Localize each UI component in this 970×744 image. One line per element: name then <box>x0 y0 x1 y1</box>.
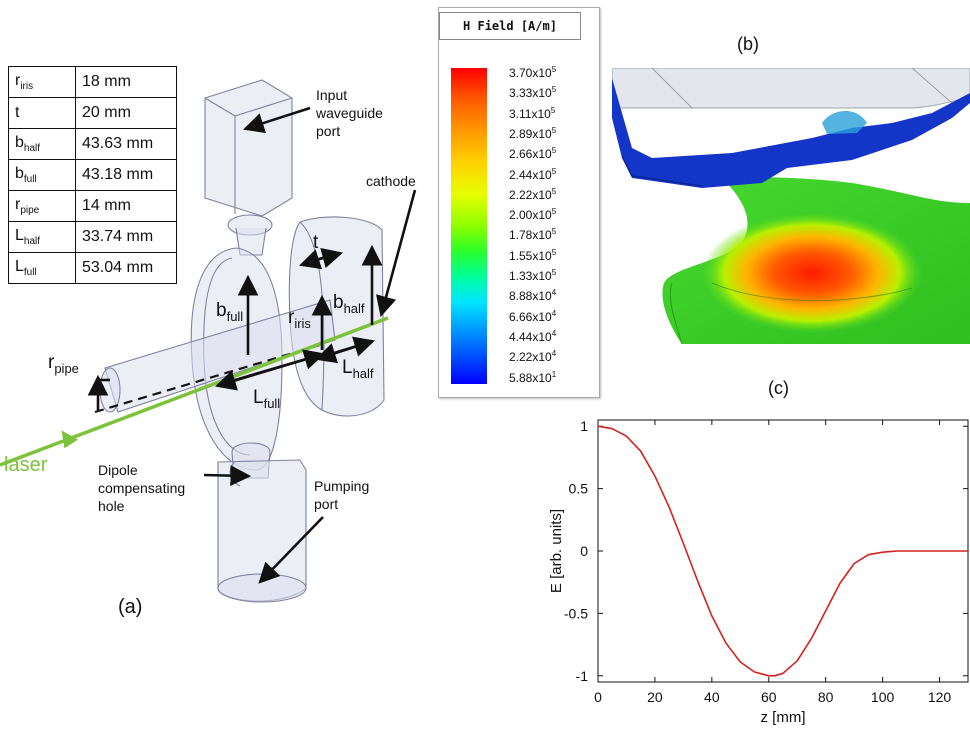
param-symbol: bhalf <box>8 128 76 160</box>
legend-tick-label: 2.44x105 <box>509 166 557 182</box>
b-half-label: bhalf <box>333 292 365 316</box>
input-port-label: Input waveguide port <box>316 87 383 139</box>
param-symbol: Lfull <box>8 252 76 284</box>
y-tick-label: 1 <box>580 418 588 434</box>
cavity-drawing <box>0 79 417 603</box>
legend-tick-label: 1.55x105 <box>509 247 557 263</box>
y-tick-label: -1 <box>576 668 589 684</box>
legend-tick-label: 4.44x104 <box>509 328 557 344</box>
param-symbol: Lhalf <box>8 221 76 253</box>
field-simulation-image <box>612 68 970 344</box>
legend-tick-label: 2.89x105 <box>509 125 557 141</box>
param-value: 33.74 mm <box>75 221 177 253</box>
param-value: 14 mm <box>75 190 177 222</box>
x-tick-label: 120 <box>928 689 952 705</box>
field-profile-chart: 0 20 40 60 80 100 120 1 0.5 0 -0.5 -1 z [mm] E [arb. … <box>548 418 969 726</box>
param-value: 18 mm <box>75 66 177 98</box>
param-value: 43.18 mm <box>75 159 177 191</box>
L-full-label: Lfull <box>253 387 281 411</box>
legend-tick-label: 3.11x105 <box>509 105 556 121</box>
x-tick-label: 60 <box>761 689 777 705</box>
legend-title: H Field [A/m] <box>439 12 581 40</box>
param-symbol: bfull <box>8 159 76 191</box>
x-tick-label: 20 <box>647 689 663 705</box>
b-full-label: bfull <box>216 300 244 324</box>
legend-tick-label: 8.88x104 <box>509 288 557 304</box>
r-pipe-label: rpipe <box>48 352 79 376</box>
param-symbol: riris <box>8 66 76 98</box>
legend-tick-label: 3.33x105 <box>509 85 557 101</box>
field-legend: H Field [A/m] 3.70x105 3.33x105 3.11x105 2.… <box>438 7 600 398</box>
y-tick-label: -0.5 <box>564 605 588 621</box>
x-tick-label: 40 <box>704 689 720 705</box>
laser-label: laser <box>4 454 48 476</box>
x-tick-label: 100 <box>871 689 895 705</box>
param-value: 53.04 mm <box>75 252 177 284</box>
dipole-hole-label: Dipole compensating hole <box>98 462 186 514</box>
legend-tick-label: 2.22x104 <box>509 349 557 365</box>
legend-tick-label: 2.66x105 <box>509 146 557 162</box>
legend-tick-label: 1.33x105 <box>509 268 557 283</box>
legend-tick-label: 5.88x101 <box>509 369 557 385</box>
panel-c-label: (c) <box>768 378 789 398</box>
panel-b-label: (b) <box>737 34 759 54</box>
y-axis-label: E [arb. units] <box>548 509 565 593</box>
legend-tick-label: 2.00x105 <box>509 207 557 223</box>
legend-tick-label: 3.70x105 <box>509 65 557 80</box>
panel-a-label: (a) <box>118 596 143 618</box>
legend-tick-label: 6.66x104 <box>509 308 557 324</box>
color-scale-bar <box>451 68 487 384</box>
series-line <box>597 425 968 677</box>
legend-tick-label: 2.22x105 <box>509 186 557 202</box>
y-tick-label: 0 <box>580 543 588 559</box>
y-tick-label: 0.5 <box>569 481 589 497</box>
x-tick-label: 0 <box>594 689 602 705</box>
cathode-label: cathode <box>366 173 416 189</box>
pumping-port-label: Pumping port <box>314 478 370 512</box>
legend-tick-label: 1.78x105 <box>509 227 557 243</box>
x-tick-label: 80 <box>818 689 834 705</box>
x-axis-label: z [mm] <box>761 709 806 726</box>
param-value: 20 mm <box>75 97 177 129</box>
t-label: t <box>313 232 319 253</box>
L-half-label: Lhalf <box>342 357 374 381</box>
r-iris-label: riris <box>288 307 311 331</box>
